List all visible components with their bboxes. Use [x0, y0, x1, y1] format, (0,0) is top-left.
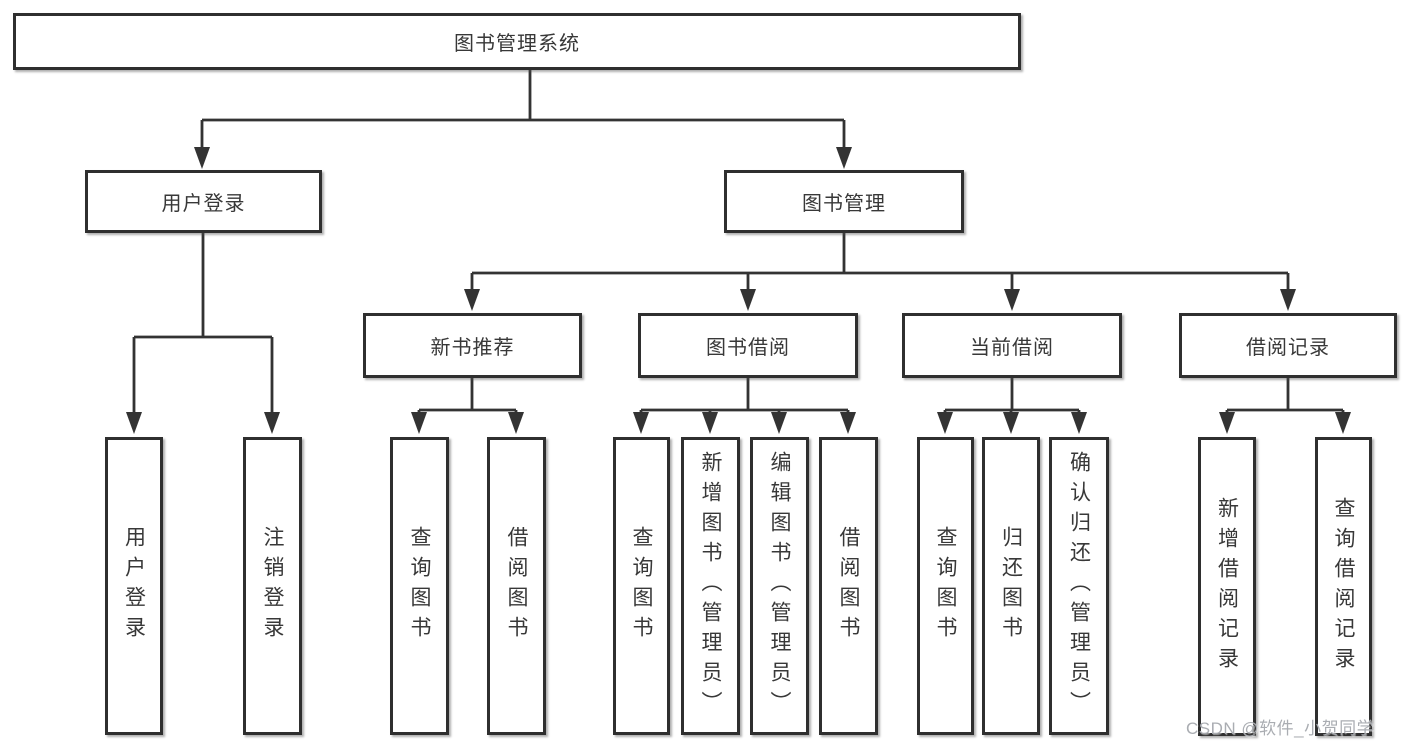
arrowhead-icon	[1280, 289, 1296, 311]
node-label: 确认归还（管理员）	[1067, 451, 1091, 721]
node-label: 借阅记录	[1246, 337, 1330, 359]
arrowhead-icon	[702, 412, 718, 434]
leaf-current-query-books: 查询图书	[917, 437, 974, 735]
arrowhead-icon	[740, 289, 756, 311]
leaf-borrow-query-books: 查询图书	[613, 437, 670, 735]
arrowheads	[126, 147, 1351, 434]
leaf-records-add-record: 新增借阅记录	[1198, 437, 1256, 736]
arrowhead-icon	[264, 412, 280, 434]
arrowhead-icon	[836, 147, 852, 169]
node-label: 归还图书	[999, 526, 1023, 646]
arrowhead-icon	[937, 412, 953, 434]
node-label: 注销登录	[261, 526, 284, 646]
arrowhead-icon	[840, 412, 856, 434]
leaf-user-login: 用户登录	[105, 437, 163, 735]
node-label: 编辑图书（管理员）	[768, 451, 791, 721]
node-label: 查询借阅记录	[1332, 496, 1355, 677]
node-label: 新书推荐	[430, 337, 515, 359]
node-label: 用户登录	[161, 193, 246, 215]
arrowhead-icon	[1335, 412, 1351, 434]
arrowhead-icon	[194, 147, 210, 169]
node-label: 图书借阅	[706, 337, 790, 359]
node-label: 新增借阅记录	[1215, 496, 1239, 677]
node-label: 用户登录	[122, 526, 146, 646]
node-label: 新增图书（管理员）	[699, 451, 722, 721]
node-root-system: 图书管理系统	[13, 13, 1021, 70]
csdn-watermark: CSDN @软件_小贺同学	[1186, 719, 1375, 738]
node-label: 查询图书	[934, 526, 957, 646]
leaf-recommend-borrow-books: 借阅图书	[487, 437, 546, 735]
connector-path	[132, 70, 1345, 413]
arrowhead-icon	[464, 289, 480, 311]
leaf-borrow-add-books-admin: 新增图书（管理员）	[681, 437, 740, 735]
node-label: 图书管理	[802, 193, 886, 215]
arrowhead-icon	[411, 412, 427, 434]
node-label: 查询图书	[630, 526, 653, 646]
leaf-records-query-record: 查询借阅记录	[1315, 437, 1372, 736]
arrowhead-icon	[1003, 412, 1019, 434]
node-new-book-recommend: 新书推荐	[363, 313, 582, 378]
arrowhead-icon	[126, 412, 142, 434]
arrowhead-icon	[1219, 412, 1235, 434]
arrowhead-icon	[508, 412, 524, 434]
leaf-current-confirm-return-admin: 确认归还（管理员）	[1049, 437, 1109, 735]
leaf-recommend-query-books: 查询图书	[390, 437, 449, 735]
leaf-borrow-borrow-books: 借阅图书	[819, 437, 878, 735]
arrowhead-icon	[771, 412, 787, 434]
leaf-current-return-books: 归还图书	[982, 437, 1040, 735]
node-current-borrow: 当前借阅	[902, 313, 1122, 378]
leaf-logout: 注销登录	[243, 437, 302, 735]
arrowhead-icon	[633, 412, 649, 434]
node-label: 借阅图书	[505, 526, 528, 646]
node-user-login: 用户登录	[85, 170, 322, 233]
leaf-borrow-edit-books-admin: 编辑图书（管理员）	[750, 437, 809, 735]
node-book-management: 图书管理	[724, 170, 964, 233]
node-label: 当前借阅	[970, 337, 1054, 359]
node-borrow-records: 借阅记录	[1179, 313, 1397, 378]
arrowhead-icon	[1071, 412, 1087, 434]
node-label: 查询图书	[408, 526, 431, 646]
node-label: 图书管理系统	[454, 33, 580, 55]
node-book-borrow: 图书借阅	[638, 313, 858, 378]
arrowhead-icon	[1004, 289, 1020, 311]
node-label: 借阅图书	[837, 526, 860, 646]
